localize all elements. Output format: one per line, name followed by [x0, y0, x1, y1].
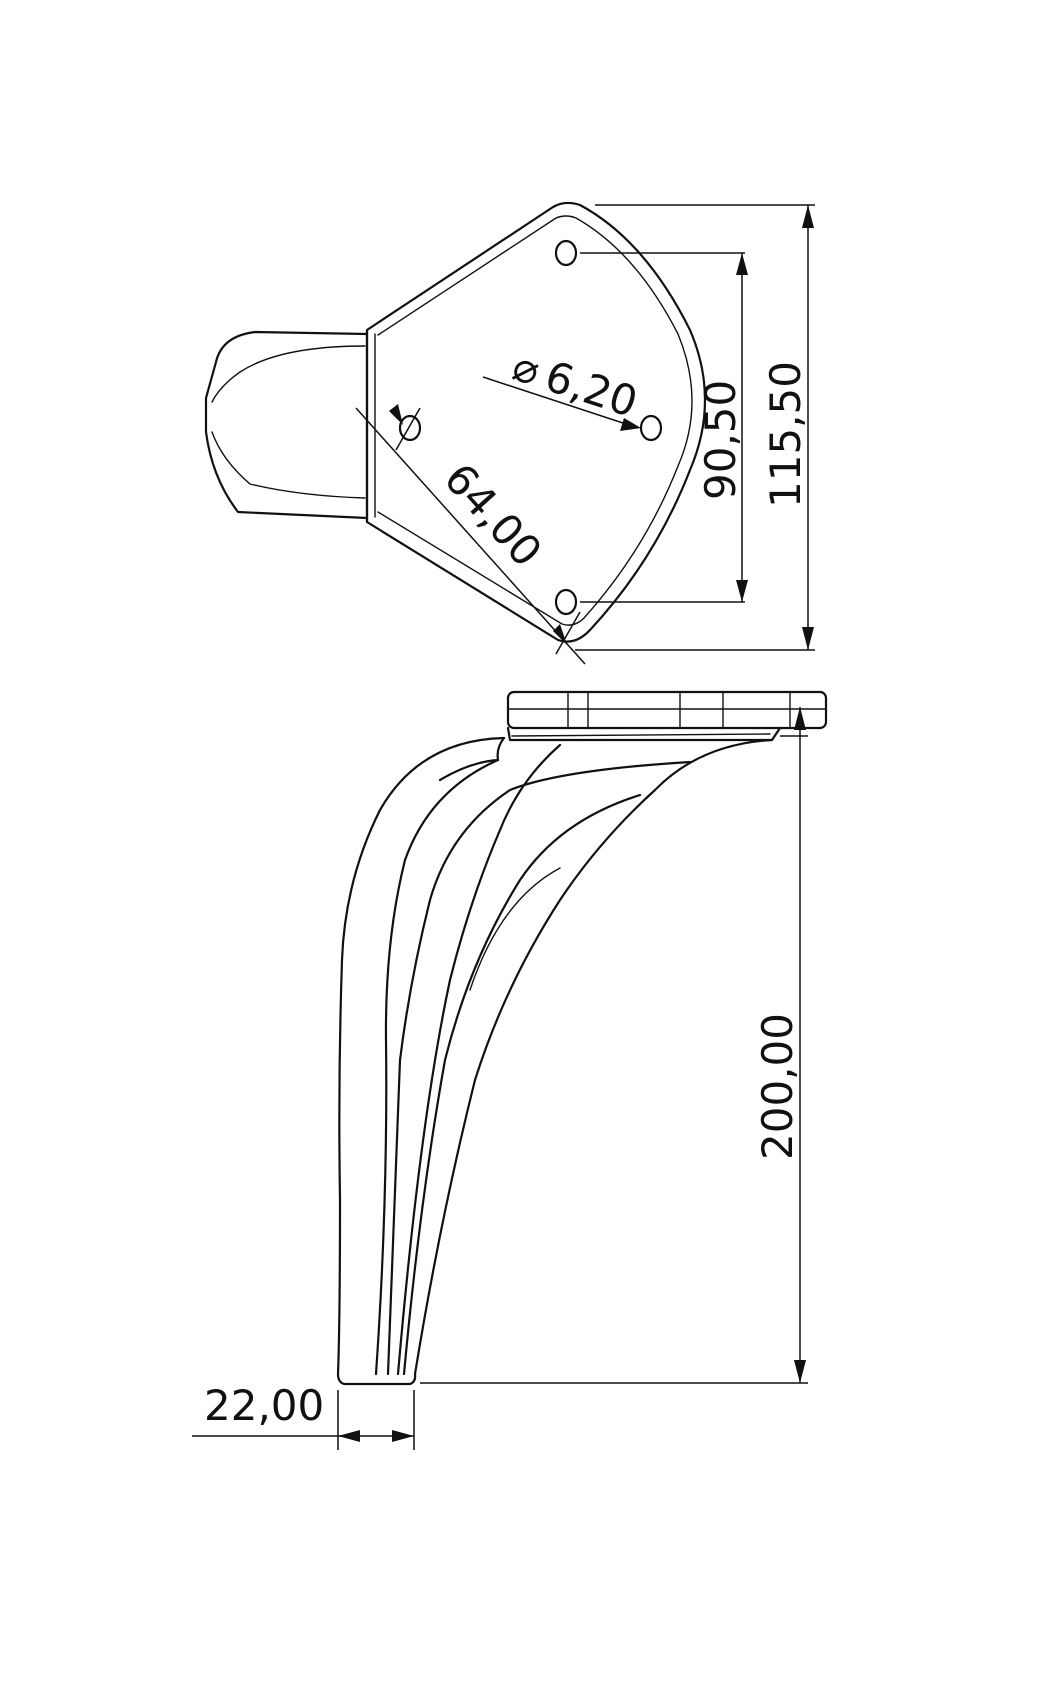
leg-front-curve-3: [469, 867, 561, 991]
plate-height-arrow-bottom: [802, 627, 814, 650]
mounting-plate-outline: [365, 201, 707, 643]
diameter-label: ⌀ 6,20: [507, 341, 643, 427]
foot-width-arrow-left: [338, 1430, 360, 1442]
top-view: ⌀ 6,20 64,00 90,50 115,50: [204, 201, 815, 665]
top-view-stub: [204, 330, 369, 520]
diagonal-tick-bottom: [555, 611, 581, 655]
mounting-hole-left: [398, 414, 422, 442]
mounting-hole-bottom: [554, 588, 578, 616]
diameter-leader: [482, 376, 633, 427]
leg-outer-profile: [336, 736, 506, 1376]
plate-height-arrow-top: [802, 205, 814, 228]
diagonal-dimension-line: [355, 407, 586, 665]
leg-front-profile: [413, 738, 774, 1376]
top-view-stub-inner-bottom: [211, 431, 366, 499]
diameter-symbol: ⌀: [507, 341, 546, 395]
vertical-hole-arrow-bottom: [736, 580, 748, 602]
leg-height-text: 200,00: [753, 1013, 802, 1160]
leg-inner-curve-2: [396, 743, 562, 1376]
diagonal-arrow-bottom: [553, 624, 567, 645]
hole-diameter-text: 6,20: [539, 351, 643, 426]
foot-width-arrow-right: [392, 1430, 414, 1442]
mounting-hole-right: [639, 414, 663, 442]
leg-foot: [336, 1372, 417, 1386]
side-plate-underside: [506, 726, 782, 742]
diameter-leader-arrow: [620, 418, 641, 431]
side-view: 200,00 22,00: [192, 690, 828, 1450]
leg-height-arrow-bottom: [794, 1360, 806, 1383]
hole-spacing-vertical-text: 90,50: [696, 380, 745, 500]
mounting-plate-inner-edge: [377, 215, 693, 626]
leg-front-curve-2: [402, 793, 642, 1376]
vertical-hole-arrow-top: [736, 253, 748, 275]
side-plate-underside-inner: [511, 733, 771, 737]
leg-inner-curve-1: [374, 758, 500, 1376]
leg-inner-curve-3: [386, 760, 692, 1376]
side-plate: [506, 690, 828, 730]
foot-width-text: 22,00: [204, 1381, 324, 1430]
plate-height-text: 115,50: [761, 361, 810, 508]
top-view-stub-inner-top: [211, 345, 366, 403]
leg-height-arrow-top: [794, 707, 806, 730]
diagonal-tick-top: [395, 407, 421, 451]
diagonal-arrow-top: [389, 404, 403, 425]
mounting-hole-top: [554, 239, 578, 267]
